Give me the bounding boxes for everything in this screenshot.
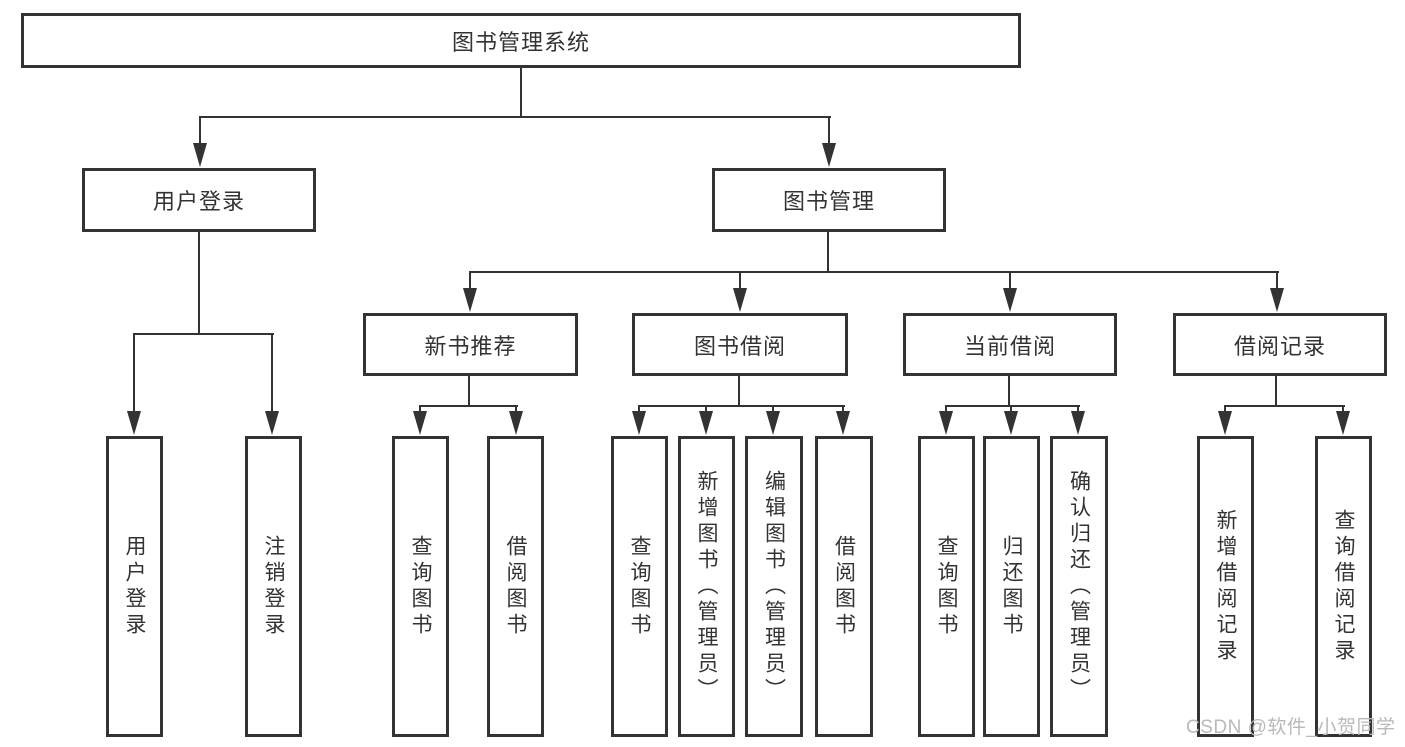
node-library-system-label: 图书管理系统	[451, 29, 590, 55]
leaf-record-query-label: 查询借阅记录	[1332, 508, 1355, 665]
arrowhead-down-icon	[1004, 411, 1018, 435]
node-book-borrow-label: 图书借阅	[693, 333, 786, 359]
arrow-shaft	[1010, 405, 1012, 415]
arrow-shaft	[1077, 405, 1079, 415]
node-borrow-records-label: 借阅记录	[1233, 333, 1326, 359]
connector-line	[198, 232, 200, 335]
arrowhead-down-icon	[1336, 411, 1350, 435]
arrow-shaft	[1009, 271, 1011, 292]
connector-line	[945, 405, 1080, 407]
leaf-logout: 注销登录	[245, 436, 302, 737]
arrowhead-down-icon	[413, 411, 427, 435]
connector-line	[469, 271, 1279, 273]
arrowhead-down-icon	[1003, 288, 1017, 312]
node-borrow-records: 借阅记录	[1173, 313, 1387, 376]
connector-line	[638, 405, 845, 407]
leaf-borrow-edit-admin-label: 编辑图书（管理员）	[762, 469, 786, 704]
connector-line	[1224, 405, 1345, 407]
leaf-borrow-add-admin: 新增图书（管理员）	[678, 436, 735, 737]
arrow-shaft	[828, 116, 830, 147]
node-user-login-label: 用户登录	[152, 189, 245, 214]
arrowhead-down-icon	[766, 411, 780, 435]
leaf-logout-label: 注销登录	[262, 534, 285, 639]
leaf-borrow-add-admin-label: 新增图书（管理员）	[695, 469, 718, 704]
leaf-borrow-query: 查询图书	[611, 436, 668, 737]
arrow-shaft	[842, 405, 844, 415]
leaf-current-query: 查询图书	[918, 436, 975, 737]
leaf-current-return-label: 归还图书	[1000, 534, 1023, 639]
arrowhead-down-icon	[193, 143, 207, 167]
leaf-record-add: 新增借阅记录	[1197, 436, 1254, 737]
arrow-shaft	[271, 333, 273, 415]
leaf-borrow-edit-admin: 编辑图书（管理员）	[745, 436, 803, 737]
connector-line	[133, 333, 274, 335]
node-book-management: 图书管理	[712, 168, 946, 232]
arrow-shaft	[469, 271, 471, 292]
leaf-newbook-borrow-label: 借阅图书	[504, 534, 527, 639]
leaf-current-confirm-admin-label: 确认归还（管理员）	[1067, 469, 1091, 704]
arrowhead-down-icon	[632, 411, 646, 435]
connector-line	[468, 375, 470, 407]
arrow-shaft	[1224, 405, 1226, 415]
leaf-newbook-query-label: 查询图书	[409, 534, 432, 639]
leaf-user-login-label: 用户登录	[123, 534, 146, 639]
leaf-borrow-query-label: 查询图书	[628, 534, 651, 639]
arrow-shaft	[739, 271, 741, 292]
connector-line	[1008, 375, 1010, 407]
node-current-borrow-label: 当前借阅	[963, 333, 1056, 359]
arrowhead-down-icon	[463, 288, 477, 312]
connector-line	[199, 116, 831, 118]
watermark-text: CSDN @软件_小贺同学	[1186, 717, 1396, 738]
arrow-shaft	[133, 333, 135, 415]
node-user-login: 用户登录	[82, 168, 316, 232]
arrow-shaft	[638, 405, 640, 415]
arrowhead-down-icon	[836, 411, 850, 435]
arrow-shaft	[772, 405, 774, 415]
node-book-management-label: 图书管理	[782, 189, 875, 214]
node-new-book-recommend-label: 新书推荐	[424, 333, 517, 359]
arrow-shaft	[515, 405, 517, 415]
arrow-shaft	[1342, 405, 1344, 415]
arrowhead-down-icon	[939, 411, 953, 435]
arrow-shaft	[419, 405, 421, 415]
leaf-record-add-label: 新增借阅记录	[1214, 508, 1237, 665]
leaf-newbook-query: 查询图书	[392, 436, 449, 737]
arrow-shaft	[705, 405, 707, 415]
connector-line	[419, 405, 518, 407]
node-book-borrow: 图书借阅	[632, 313, 848, 376]
leaf-borrow-borrow-label: 借阅图书	[832, 534, 856, 639]
arrowhead-down-icon	[822, 143, 836, 167]
arrowhead-down-icon	[1218, 411, 1232, 435]
leaf-user-login: 用户登录	[106, 436, 163, 737]
connector-line	[738, 375, 740, 407]
leaf-record-query: 查询借阅记录	[1315, 436, 1372, 737]
arrowhead-down-icon	[509, 411, 523, 435]
leaf-current-query-label: 查询图书	[935, 534, 958, 639]
arrow-shaft	[199, 116, 201, 147]
node-current-borrow: 当前借阅	[903, 313, 1117, 376]
connector-line	[1275, 375, 1277, 407]
arrowhead-down-icon	[1071, 411, 1085, 435]
node-library-system: 图书管理系统	[21, 13, 1021, 68]
arrow-shaft	[945, 405, 947, 415]
connector-line	[827, 232, 829, 273]
arrowhead-down-icon	[699, 411, 713, 435]
arrowhead-down-icon	[733, 288, 747, 312]
arrowhead-down-icon	[127, 411, 141, 435]
leaf-newbook-borrow: 借阅图书	[487, 436, 544, 737]
arrowhead-down-icon	[1270, 288, 1284, 312]
leaf-current-confirm-admin: 确认归还（管理员）	[1050, 436, 1108, 737]
arrowhead-down-icon	[265, 411, 279, 435]
arrow-shaft	[1276, 271, 1278, 292]
connector-line	[520, 68, 522, 118]
leaf-borrow-borrow: 借阅图书	[815, 436, 873, 737]
node-new-book-recommend: 新书推荐	[363, 313, 578, 376]
leaf-current-return: 归还图书	[983, 436, 1040, 737]
